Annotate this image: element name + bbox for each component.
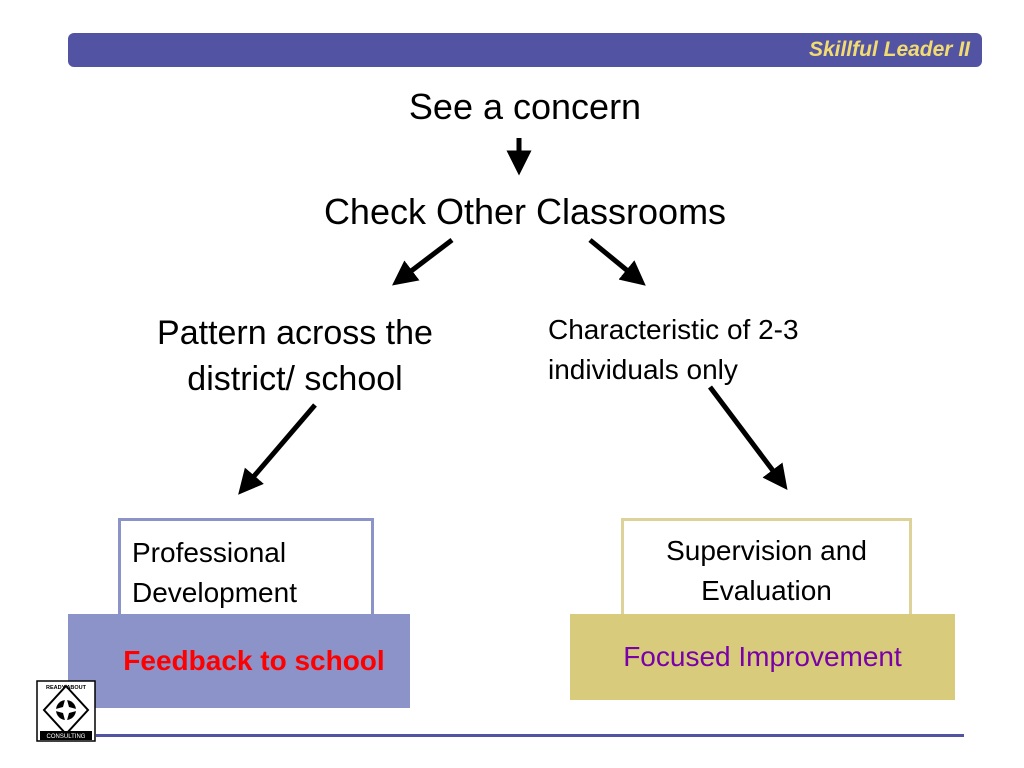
pd-line2: Development xyxy=(132,577,297,608)
node-pattern-line2: district/ school xyxy=(187,360,403,398)
node-characteristic-line2: individuals only xyxy=(548,354,738,385)
node-characteristic: Characteristic of 2-3 individuals only xyxy=(548,310,799,390)
pd-line1: Professional xyxy=(132,537,287,568)
logo-bottom-text: CONSULTING xyxy=(47,734,86,740)
professional-development-box: Professional Development xyxy=(118,518,374,619)
feedback-label: Feedback to school xyxy=(123,645,385,676)
arrow-characteristic-to-se xyxy=(708,385,788,490)
arrow-check-to-pattern xyxy=(392,238,454,286)
arrow-pattern-to-pd xyxy=(238,403,317,495)
feedback-base: Feedback to school xyxy=(68,614,410,708)
focused-label: Focused Improvement xyxy=(623,641,902,672)
node-pattern: Pattern across the district/ school xyxy=(110,310,480,402)
focused-improvement-base: Focused Improvement xyxy=(570,614,955,700)
se-label: Supervision and Evaluation xyxy=(624,521,909,611)
ready-about-logo: CONSULTING READY ABOUT xyxy=(36,680,96,742)
node-characteristic-line1: Characteristic of 2-3 xyxy=(548,314,799,345)
arrow-check-to-characteristic xyxy=(588,238,646,286)
logo-top-text: READY ABOUT xyxy=(46,685,87,691)
supervision-evaluation-box: Supervision and Evaluation xyxy=(621,518,912,619)
header-bar: Skillful Leader II xyxy=(68,33,982,67)
pd-label: Professional Development xyxy=(121,521,371,613)
node-check-classrooms: Check Other Classrooms xyxy=(323,191,727,232)
footer-line xyxy=(96,734,964,737)
node-see-concern: See a concern xyxy=(408,86,642,127)
header-title: Skillful Leader II xyxy=(808,38,970,61)
se-line1: Supervision and xyxy=(666,535,867,566)
se-line2: Evaluation xyxy=(701,575,832,606)
node-pattern-line1: Pattern across the xyxy=(157,314,433,352)
